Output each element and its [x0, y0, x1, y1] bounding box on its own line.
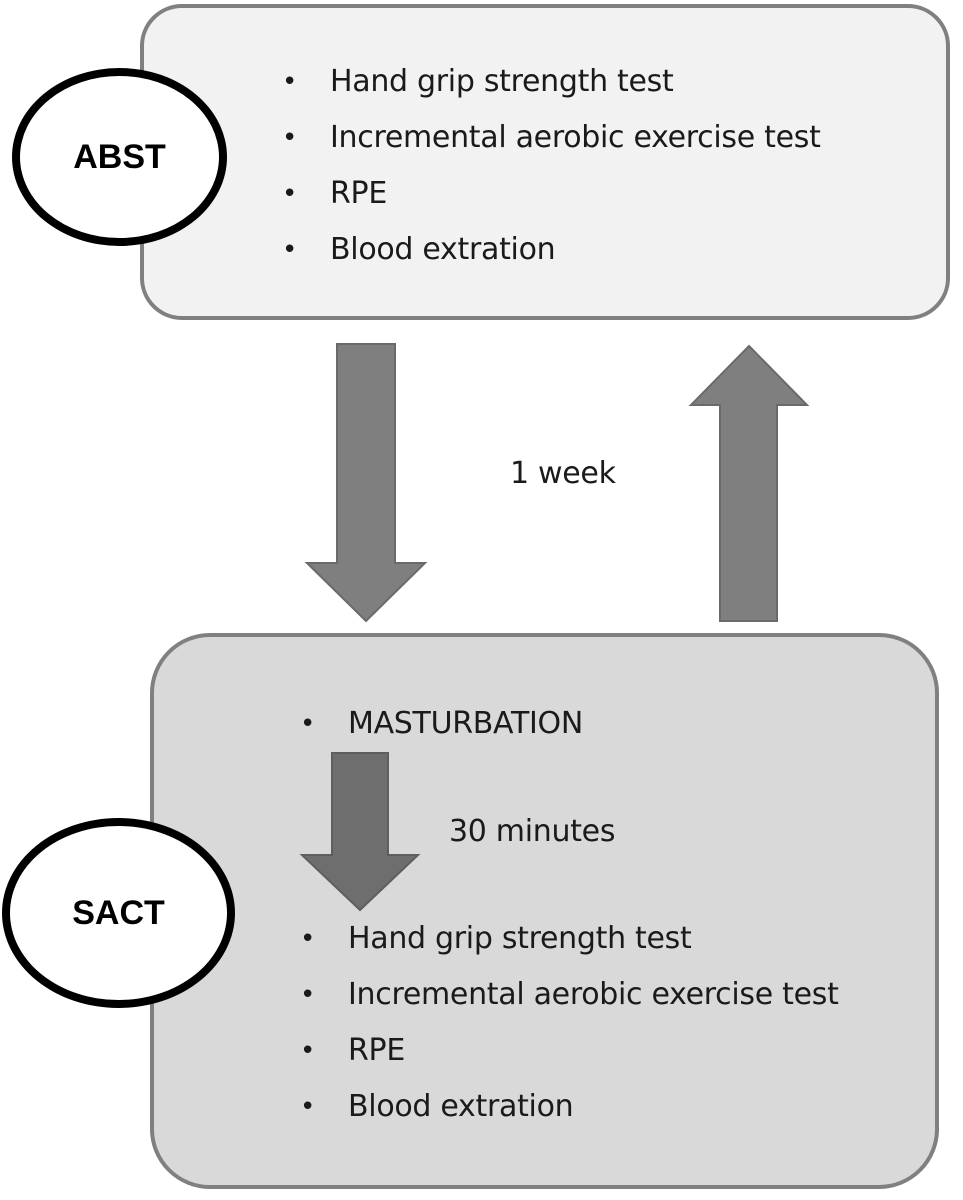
list-item-text: RPE	[330, 176, 387, 211]
sact-box	[150, 633, 939, 1189]
bullet-icon: •	[300, 1092, 316, 1122]
up-arrow-icon	[688, 344, 810, 622]
delay-arrow-icon	[299, 752, 421, 912]
interval-label: 1 week	[510, 456, 616, 491]
pre-test-item-text: MASTURBATION	[348, 706, 583, 741]
list-item-text: Hand grip strength test	[348, 921, 692, 956]
list-item-text: Blood extration	[348, 1089, 574, 1124]
list-item-text: Blood extration	[330, 232, 556, 267]
bullet-icon: •	[282, 235, 298, 265]
bullet-icon: •	[300, 709, 316, 739]
delay-label: 30 minutes	[449, 814, 616, 849]
bullet-icon: •	[282, 67, 298, 97]
list-item-text: Incremental aerobic exercise test	[330, 120, 821, 155]
sact-label: SACT	[2, 818, 235, 1008]
bullet-icon: •	[282, 123, 298, 153]
list-item-text: Incremental aerobic exercise test	[348, 977, 839, 1012]
bullet-icon: •	[300, 1036, 316, 1066]
abst-box	[140, 4, 950, 320]
list-item-text: Hand grip strength test	[330, 64, 674, 99]
bullet-icon: •	[300, 924, 316, 954]
down-arrow-icon	[304, 343, 428, 623]
abst-label: ABST	[12, 68, 227, 246]
bullet-icon: •	[282, 179, 298, 209]
list-item-text: RPE	[348, 1033, 405, 1068]
bullet-icon: •	[300, 980, 316, 1010]
